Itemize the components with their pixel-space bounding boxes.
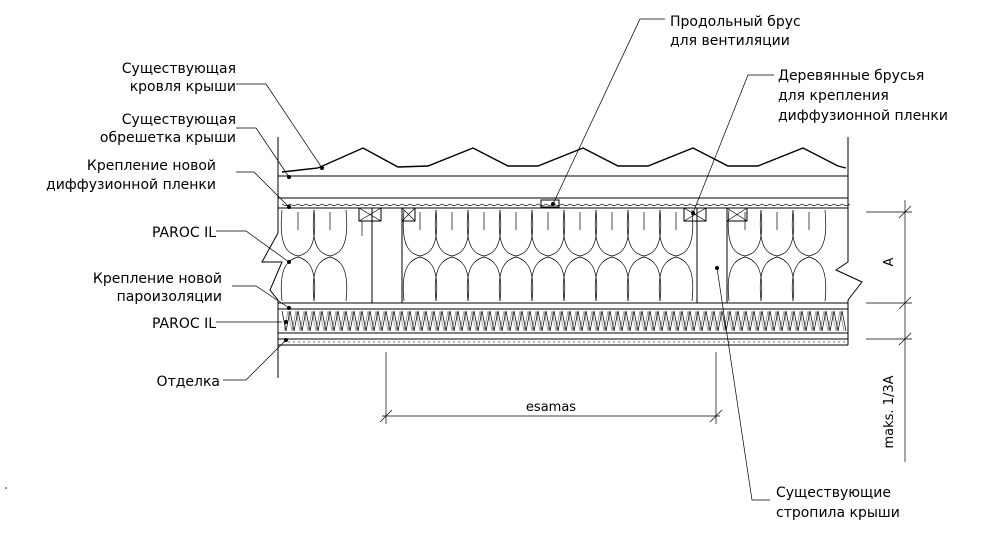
label-dim-max: maks. 1/3A bbox=[882, 375, 897, 448]
insulation-upper-paroc bbox=[280, 209, 827, 302]
label-paroc-upper: PAROC IL bbox=[152, 225, 216, 241]
label-paroc-lower: PAROC IL bbox=[152, 316, 216, 332]
roof-corrugated-sheet bbox=[281, 147, 847, 173]
label-wood-3: диффузионной пленки bbox=[778, 108, 948, 124]
wood-batten-3 bbox=[683, 207, 707, 222]
wood-batten-1 bbox=[358, 207, 382, 236]
insulation-lower-paroc bbox=[281, 310, 847, 332]
label-roofing-1: Существующая bbox=[122, 61, 236, 77]
label-vent-1: Продольный брус bbox=[670, 14, 801, 30]
label-rafters-1: Существующие bbox=[776, 485, 891, 501]
label-vent-2: для вентиляции bbox=[670, 33, 790, 49]
label-vapor-1: Крепление новой bbox=[93, 271, 222, 287]
wood-batten-2 bbox=[401, 207, 416, 222]
wood-batten-4 bbox=[726, 207, 748, 222]
label-wood-2: для крепления bbox=[778, 88, 889, 104]
label-batten-2: обрешетка крыши bbox=[100, 130, 236, 146]
label-diffusion-2: диффузионной пленки bbox=[46, 177, 216, 193]
left-break-line bbox=[261, 137, 283, 378]
rafter-1 bbox=[371, 208, 403, 303]
stray-dot bbox=[5, 487, 7, 489]
finish-layer bbox=[283, 341, 845, 343]
vertical-dimensions bbox=[866, 200, 912, 462]
leader-lines bbox=[216, 18, 774, 501]
label-batten-1: Существующая bbox=[122, 112, 236, 128]
label-diffusion-1: Крепление новой bbox=[87, 158, 216, 174]
right-break-line bbox=[834, 137, 863, 345]
label-wood-1: Деревянные брусья bbox=[778, 68, 924, 84]
label-roofing-2: кровля крыши bbox=[130, 79, 236, 95]
rafter-2 bbox=[696, 208, 728, 303]
diffusion-film bbox=[281, 203, 851, 206]
label-rafters-2: стропила крыши bbox=[776, 505, 900, 521]
vent-batten bbox=[540, 199, 560, 208]
span-dimension bbox=[379, 352, 723, 424]
label-vapor-2: пароизоляции bbox=[117, 289, 222, 305]
label-dim-a: A bbox=[882, 257, 897, 266]
label-finish: Отделка bbox=[157, 374, 220, 390]
label-span: esamas bbox=[526, 400, 576, 415]
